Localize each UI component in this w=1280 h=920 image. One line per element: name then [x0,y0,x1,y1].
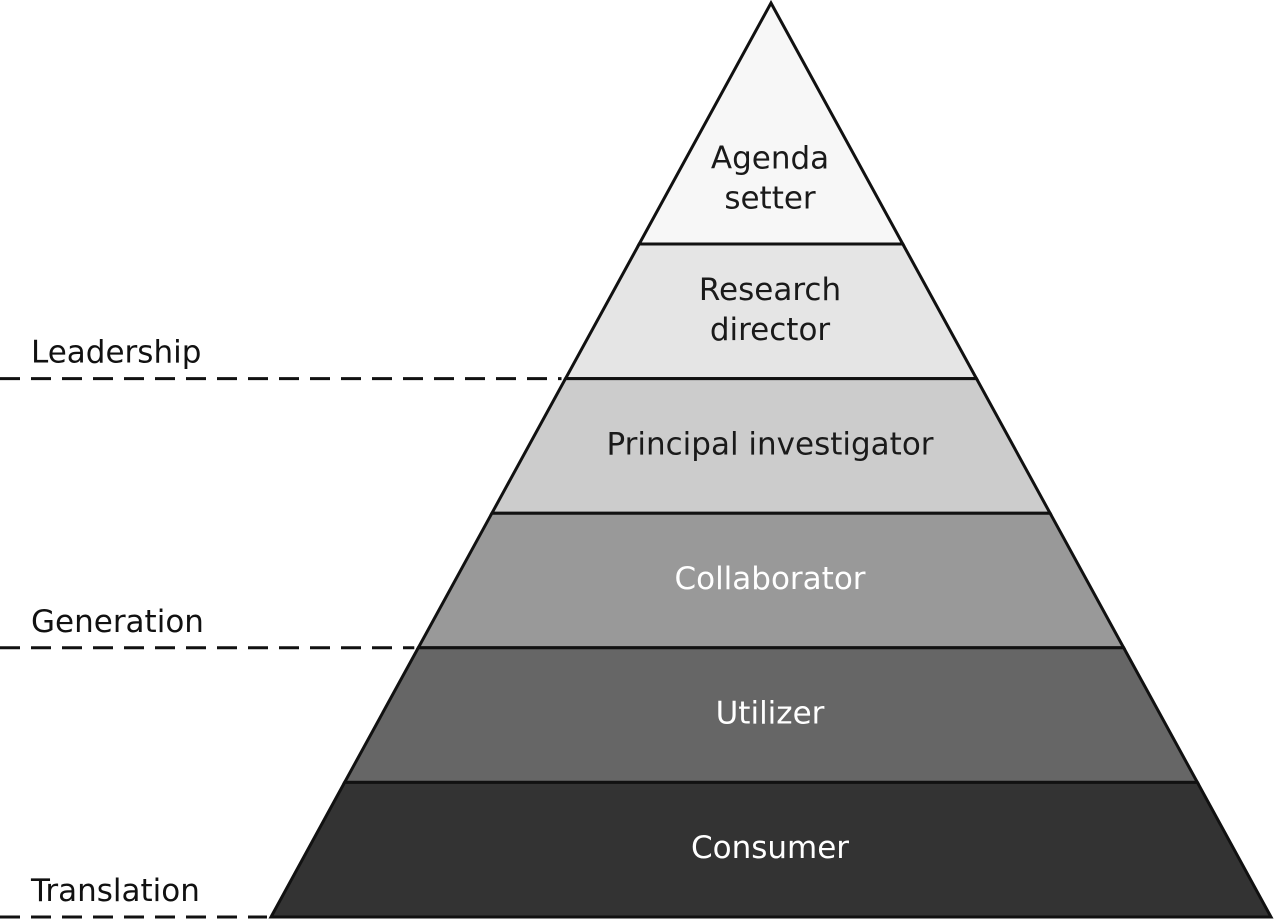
level-marker: Leadership [0,335,562,381]
pyramid-tier-label: Research [699,272,841,308]
level-marker: Translation [0,873,267,919]
pyramid-tier-label: Principal investigator [606,426,933,462]
pyramid-tier: Collaborator [415,511,1127,650]
pyramid-tier-label: Collaborator [674,561,865,597]
pyramid-tier-label: Utilizer [716,696,825,732]
pyramid-tier-label: setter [724,181,816,217]
pyramid-tier: Principal investigator [489,377,1053,515]
pyramid-tier-label: Consumer [691,830,849,866]
pyramid-tier: Agenda setter [636,0,906,246]
pyramid-tier-label: director [710,312,831,348]
pyramid-tier-shape [268,780,1274,919]
pyramid-tier: Consumer [268,780,1274,919]
level-label: Translation [30,873,200,909]
level-label: Leadership [31,335,201,371]
pyramid-tier: Utilizer [342,646,1200,784]
pyramid-tier-label: Agenda [711,141,829,177]
level-label: Generation [31,604,204,640]
pyramid-tier: Research director [562,242,980,381]
level-marker: Generation [0,604,415,650]
